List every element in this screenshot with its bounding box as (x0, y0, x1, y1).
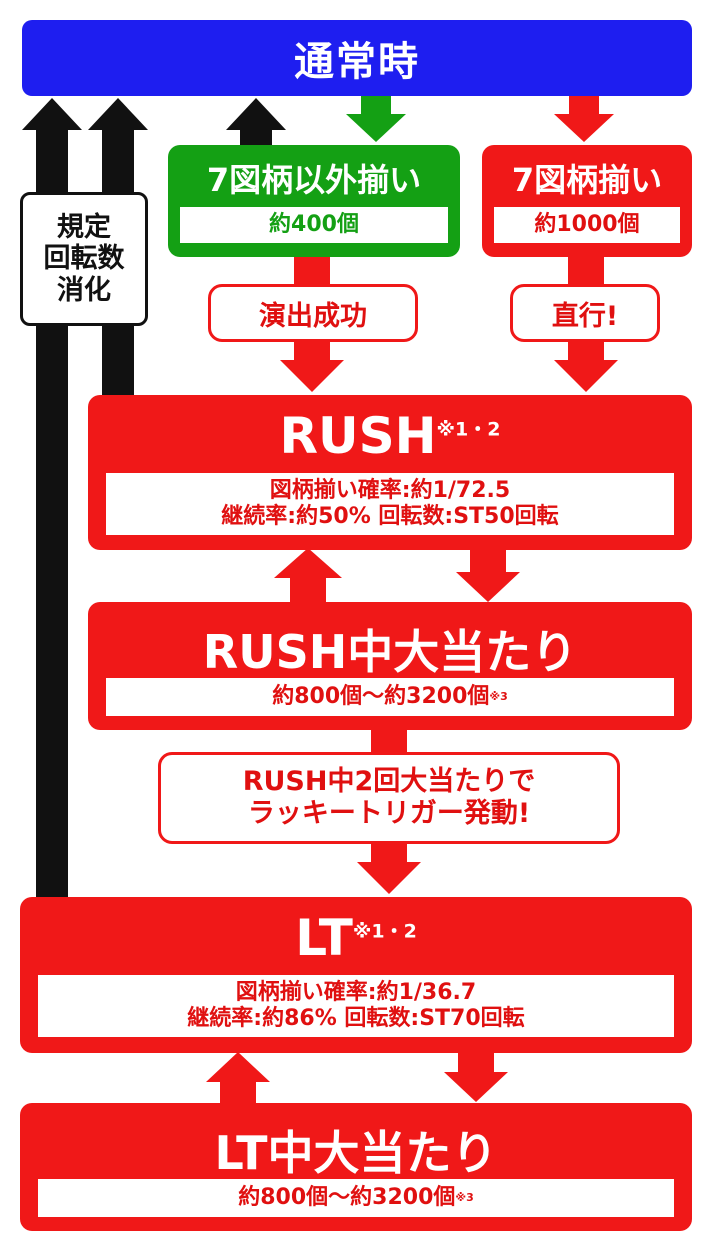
lt-jackpot-payout-text: 約800個〜約3200個 (238, 1184, 456, 1210)
lucky-trigger-line-1: RUSH中2回大当たりで (242, 765, 536, 797)
non-seven-match-title: 7図柄以外揃い (206, 161, 422, 199)
rotation-limit-line-1: 規定 (57, 212, 111, 244)
red-arrow-down-lt (444, 1052, 508, 1102)
lt-title: LT※1・2 (20, 909, 692, 967)
rush-title: RUSH※1・2 (88, 407, 692, 465)
lt-details: 図柄揃い確率:約1/36.7 継続率:約86% 回転数:ST70回転 (38, 975, 674, 1037)
red-arrow-up-rush (274, 548, 342, 605)
lt-jackpot-title: LT中大当たり (214, 1126, 498, 1180)
lt-probability: 図柄揃い確率:約1/36.7 (235, 979, 477, 1005)
seven-match-payout: 約1000個 (494, 207, 680, 243)
lt-title-text: LT (295, 909, 353, 967)
lt-continuation: 継続率:約86% 回転数:ST70回転 (187, 1006, 525, 1031)
rotation-limit-box: 規定 回転数 消化 (20, 192, 148, 326)
red-arrow-down-top (554, 96, 614, 142)
rush-title-text: RUSH (279, 407, 437, 465)
lt-jackpot-payout-note: ※3 (455, 1191, 474, 1205)
red-arrow-up-lt (206, 1052, 270, 1108)
rush-box: RUSH※1・2 図柄揃い確率:約1/72.5 継続率:約50% 回転数:ST5… (88, 395, 692, 550)
normal-state-bar: 通常時 (22, 20, 692, 96)
black-arrow-from-green (226, 98, 286, 150)
rotation-limit-line-3: 消化 (57, 274, 111, 306)
effect-success-label: 演出成功 (208, 284, 418, 342)
rush-jackpot-payout: 約800個〜約3200個※3 (106, 678, 674, 716)
non-seven-match-box: 7図柄以外揃い 約400個 (168, 145, 460, 257)
lucky-trigger-line-2: ラッキートリガー発動! (247, 798, 531, 829)
red-arrow-down-rush (456, 548, 520, 602)
lt-jackpot-payout: 約800個〜約3200個※3 (38, 1179, 674, 1217)
rush-jackpot-payout-text: 約800個〜約3200個 (272, 683, 490, 709)
rush-jackpot-box: RUSH中大当たり 約800個〜約3200個※3 (88, 602, 692, 730)
lt-jackpot-box: LT中大当たり 約800個〜約3200個※3 (20, 1103, 692, 1231)
rush-jackpot-title: RUSH中大当たり (202, 625, 578, 679)
rotation-limit-line-2: 回転数 (43, 243, 125, 275)
lt-title-note: ※1・2 (352, 920, 417, 943)
rush-jackpot-payout-note: ※3 (489, 690, 508, 704)
lt-box: LT※1・2 図柄揃い確率:約1/36.7 継続率:約86% 回転数:ST70回… (20, 897, 692, 1053)
lucky-trigger-note: RUSH中2回大当たりで ラッキートリガー発動! (158, 752, 620, 844)
rush-probability: 図柄揃い確率:約1/72.5 (269, 477, 511, 503)
seven-match-title: 7図柄揃い (511, 161, 663, 199)
seven-match-box: 7図柄揃い 約1000個 (482, 145, 692, 257)
rush-continuation: 継続率:約50% 回転数:ST50回転 (221, 504, 559, 529)
green-arrow-down (346, 96, 406, 142)
normal-state-title: 通常時 (294, 39, 420, 85)
non-seven-match-payout: 約400個 (180, 207, 448, 243)
rush-details: 図柄揃い確率:約1/72.5 継続率:約50% 回転数:ST50回転 (106, 473, 674, 535)
direct-label: 直行! (510, 284, 660, 342)
rush-title-note: ※1・2 (436, 418, 501, 441)
